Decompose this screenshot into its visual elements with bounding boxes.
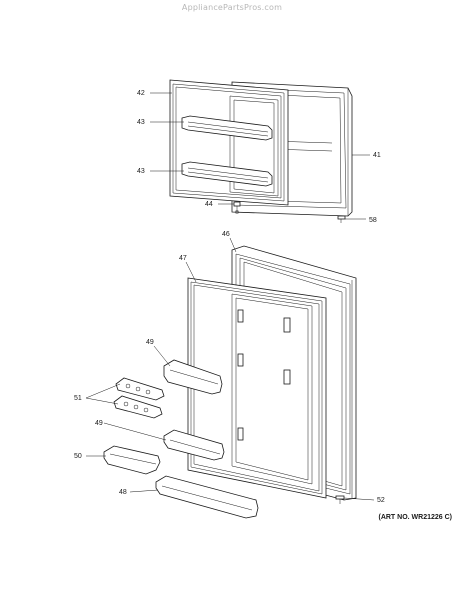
callout-44: 44 xyxy=(205,201,213,208)
callout-58: 58 xyxy=(369,217,377,224)
fresh-food-door-bin-upper xyxy=(163,359,223,395)
egg-tray-lower xyxy=(113,395,163,419)
callout-42: 42 xyxy=(137,90,145,97)
callout-47: 47 xyxy=(179,255,187,262)
callout-49-middle: 49 xyxy=(95,420,103,427)
callout-41: 41 xyxy=(373,152,381,159)
leader-lines xyxy=(85,92,375,501)
freezer-door-gasket xyxy=(169,79,289,206)
callout-numbers: 42 43 43 41 44 58 46 47 49 51 49 50 48 5… xyxy=(74,90,385,504)
callout-46: 46 xyxy=(222,231,230,238)
fresh-food-door-bin-middle xyxy=(163,429,225,461)
callout-52: 52 xyxy=(377,497,385,504)
freezer-door-liner xyxy=(229,95,279,197)
callout-49-upper: 49 xyxy=(146,339,154,346)
fresh-food-door-gasket xyxy=(187,277,327,499)
art-number: (ART NO. WR21226 C) xyxy=(378,514,452,521)
fresh-food-door-bin-bottom xyxy=(155,475,259,519)
callout-51: 51 xyxy=(74,395,82,402)
egg-tray-upper xyxy=(115,377,165,401)
hinge-part-58 xyxy=(337,215,346,223)
callout-50: 50 xyxy=(74,453,82,460)
freezer-door-shelf-upper xyxy=(181,115,273,141)
callout-43-lower: 43 xyxy=(137,168,145,175)
freezer-door-shelf-lower xyxy=(181,161,273,187)
callout-48: 48 xyxy=(119,489,127,496)
fresh-food-door-liner xyxy=(231,293,313,485)
hinge-part-52 xyxy=(335,495,345,504)
watermark: AppliancePartsPros.com xyxy=(181,3,283,12)
fresh-food-door-bin-deep xyxy=(103,445,161,475)
callout-43-upper: 43 xyxy=(137,119,145,126)
